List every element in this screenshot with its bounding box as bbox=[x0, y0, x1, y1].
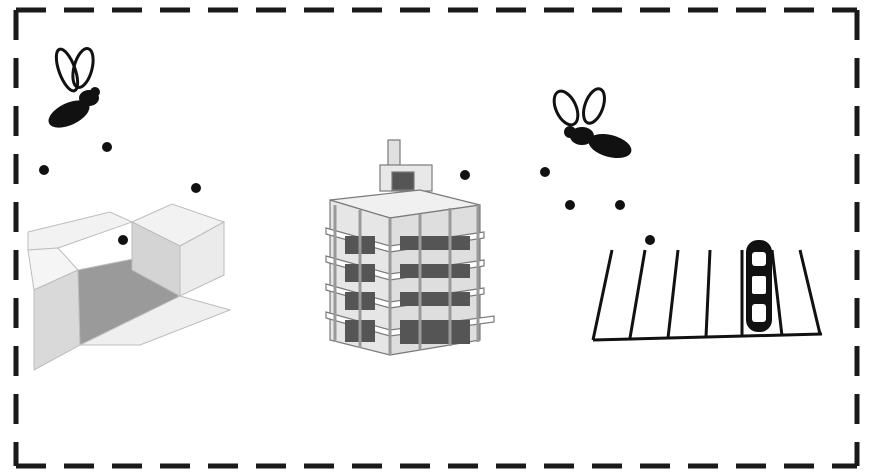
path-dot bbox=[615, 200, 625, 210]
parking-lot-icon bbox=[593, 250, 822, 340]
bee-icon bbox=[549, 86, 634, 162]
car-icon bbox=[746, 240, 772, 332]
path-dot bbox=[460, 170, 470, 180]
path-dot bbox=[39, 165, 49, 175]
path-dot bbox=[191, 183, 201, 193]
path-dot bbox=[102, 142, 112, 152]
bee-icon bbox=[44, 46, 100, 133]
terrain-blocks-icon bbox=[28, 204, 230, 370]
path-dot bbox=[540, 167, 550, 177]
path-dot bbox=[118, 235, 128, 245]
path-dot bbox=[645, 235, 655, 245]
path-dot bbox=[565, 200, 575, 210]
